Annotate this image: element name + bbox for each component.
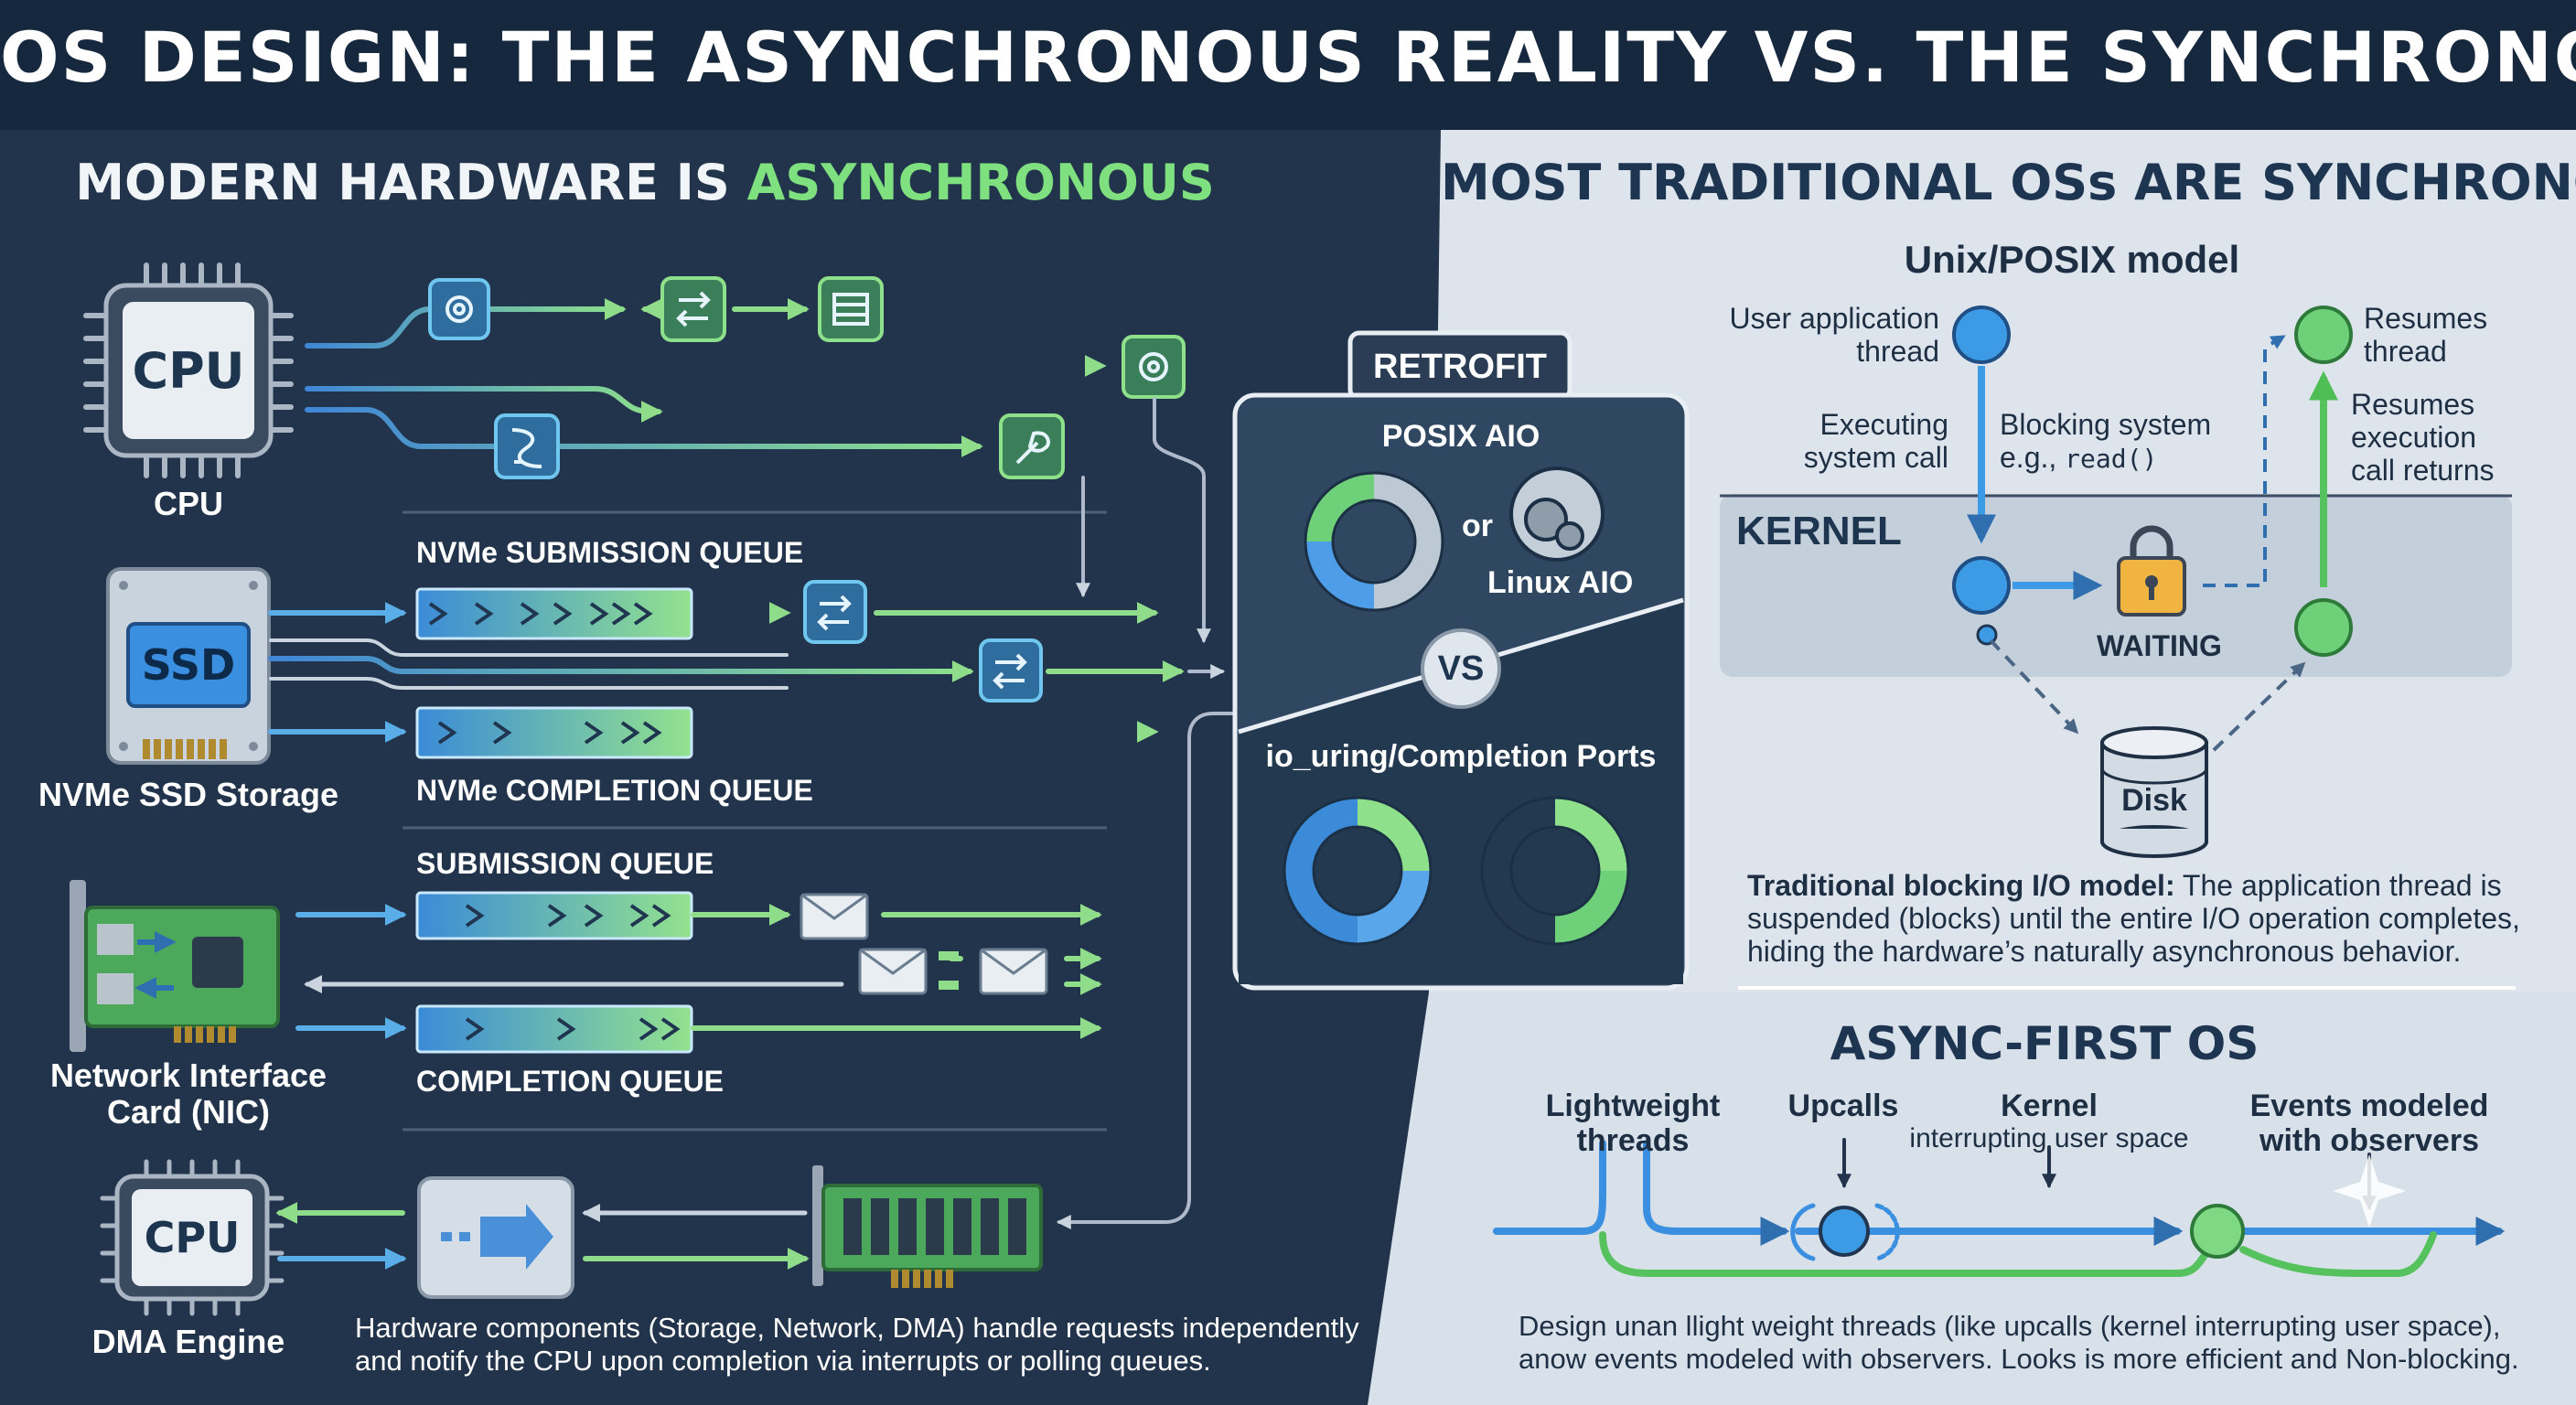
blocking-description-line3: hiding the hardware’s naturally asynchro… — [1747, 935, 2462, 968]
right-heading: MOST TRADITIONAL OSs ARE SYNCHRONOUS — [1441, 154, 2576, 211]
vs-badge: VS — [1437, 649, 1485, 688]
resumes-exec-line3: call returns — [2351, 454, 2495, 487]
lock-icon — [2117, 525, 2186, 617]
left-heading: MODERN HARDWARE IS ASYNCHRONOUS — [0, 154, 1290, 211]
wrench-icon — [1015, 431, 1050, 465]
swap-icon — [676, 291, 711, 327]
swap-icon — [993, 653, 1027, 690]
lightweight-line1: Lightweight — [1545, 1089, 1721, 1123]
user-thread-line2: thread — [1856, 335, 1939, 368]
blocking-code: read() — [2065, 444, 2158, 474]
linux-aio-label: Linux AIO — [1487, 565, 1634, 600]
events-line2: with observers — [2259, 1123, 2479, 1158]
blocking-line1: Blocking system — [2000, 408, 2212, 441]
submission-queue-label: SUBMISSION QUEUE — [416, 847, 714, 880]
nvme-submission-label: NVMe SUBMISSION QUEUE — [416, 536, 804, 569]
blocking-description: Traditional blocking I/O model: The appl… — [1747, 869, 2520, 968]
user-thread-line1: User application — [1729, 302, 1939, 335]
resumes-exec-line2: execution — [2351, 421, 2476, 454]
gear-icon — [445, 295, 473, 323]
kernel-label: KERNEL — [1736, 509, 1902, 553]
kernel-async-sub: interrupting user space — [1909, 1123, 2189, 1153]
memory-module-icon — [812, 1165, 1043, 1288]
left-heading-prefix: MODERN HARDWARE IS — [75, 154, 747, 211]
resumes-line2: thread — [2364, 335, 2447, 368]
kernel-async-label: Kernel — [2001, 1089, 2098, 1123]
lightweight-line2: threads — [1576, 1123, 1690, 1158]
cpu-chip-label: CPU — [132, 341, 245, 400]
async-caption-line2: anow events modeled with observers. Look… — [1519, 1343, 2519, 1375]
nic-label-line1: Network Interface — [49, 1056, 327, 1094]
dma-label: DMA Engine — [91, 1323, 285, 1360]
ssd-drive-icon — [106, 567, 271, 765]
linux-aio-icon — [1509, 467, 1605, 562]
disk-icon — [2100, 726, 2208, 858]
retrofit-tag: RETROFIT — [1373, 348, 1547, 386]
blocking-description-line2: suspended (blocks) until the entire I/O … — [1747, 902, 2520, 935]
dma-chip-icon — [100, 1159, 284, 1316]
async-heading: ASYNC-FIRST OS — [1830, 1017, 2259, 1070]
completion-queue-label: COMPLETION QUEUE — [416, 1065, 724, 1098]
ssd-label: NVMe SSD Storage — [38, 776, 339, 813]
posix-aio-ring-icon — [1305, 473, 1443, 610]
left-heading-highlight: ASYNCHRONOUS — [746, 154, 1215, 211]
executing-line1: Executing — [1819, 408, 1948, 441]
cpu-label: CPU — [153, 485, 223, 522]
nic-label-line2: Card (NIC) — [107, 1093, 270, 1131]
list-icon — [832, 293, 869, 326]
blocking-description-bold: Traditional blocking I/O model: — [1747, 869, 2175, 902]
route-icon — [511, 428, 542, 468]
blocking-description-line1: The application thread is — [2174, 869, 2502, 902]
async-caption-line1: Design unan llight weight threads (like … — [1519, 1310, 2501, 1342]
ssd-chip-label: SSD — [141, 640, 236, 690]
queue-bars — [415, 587, 693, 1054]
resumes-exec-line1: Resumes — [2351, 388, 2475, 421]
io-uring-ring-right-icon — [1554, 798, 1628, 944]
left-caption-line1: Hardware components (Storage, Network, D… — [355, 1312, 1359, 1344]
unix-model-title: Unix/POSIX model — [1904, 238, 2240, 281]
swap-icon — [817, 595, 852, 631]
page-title: OS DESIGN: THE ASYNCHRONOUS REALITY VS. … — [0, 16, 2576, 98]
unix-model-diagram — [1952, 306, 2353, 858]
blocking-line2-prefix: e.g., — [2000, 441, 2066, 474]
left-caption: Hardware components (Storage, Network, D… — [355, 1312, 1359, 1378]
waiting-label: WAITING — [2097, 629, 2222, 662]
resumes-line1: Resumes — [2364, 302, 2488, 335]
gear-icon — [1139, 352, 1168, 381]
left-caption-line2: and notify the CPU upon completion via i… — [355, 1345, 1211, 1377]
nvme-completion-label: NVMe COMPLETION QUEUE — [416, 774, 813, 807]
events-line1: Events modeled — [2249, 1089, 2489, 1123]
cpu-chip-icon — [83, 263, 294, 478]
executing-line2: system call — [1803, 441, 1948, 474]
io-uring-label: io_uring/Completion Ports — [1265, 739, 1657, 774]
nic-card-icon — [70, 880, 280, 1052]
or-label: or — [1462, 509, 1493, 543]
dma-chip-label: CPU — [144, 1213, 241, 1262]
disk-label: Disk — [2121, 783, 2187, 818]
async-caption: Design unan llight weight threads (like … — [1519, 1310, 2519, 1376]
posix-aio-label: POSIX AIO — [1381, 419, 1540, 454]
upcalls-label: Upcalls — [1787, 1089, 1899, 1123]
async-timeline — [1493, 1138, 2506, 1277]
io-uring-ring-left-icon — [1284, 798, 1431, 944]
